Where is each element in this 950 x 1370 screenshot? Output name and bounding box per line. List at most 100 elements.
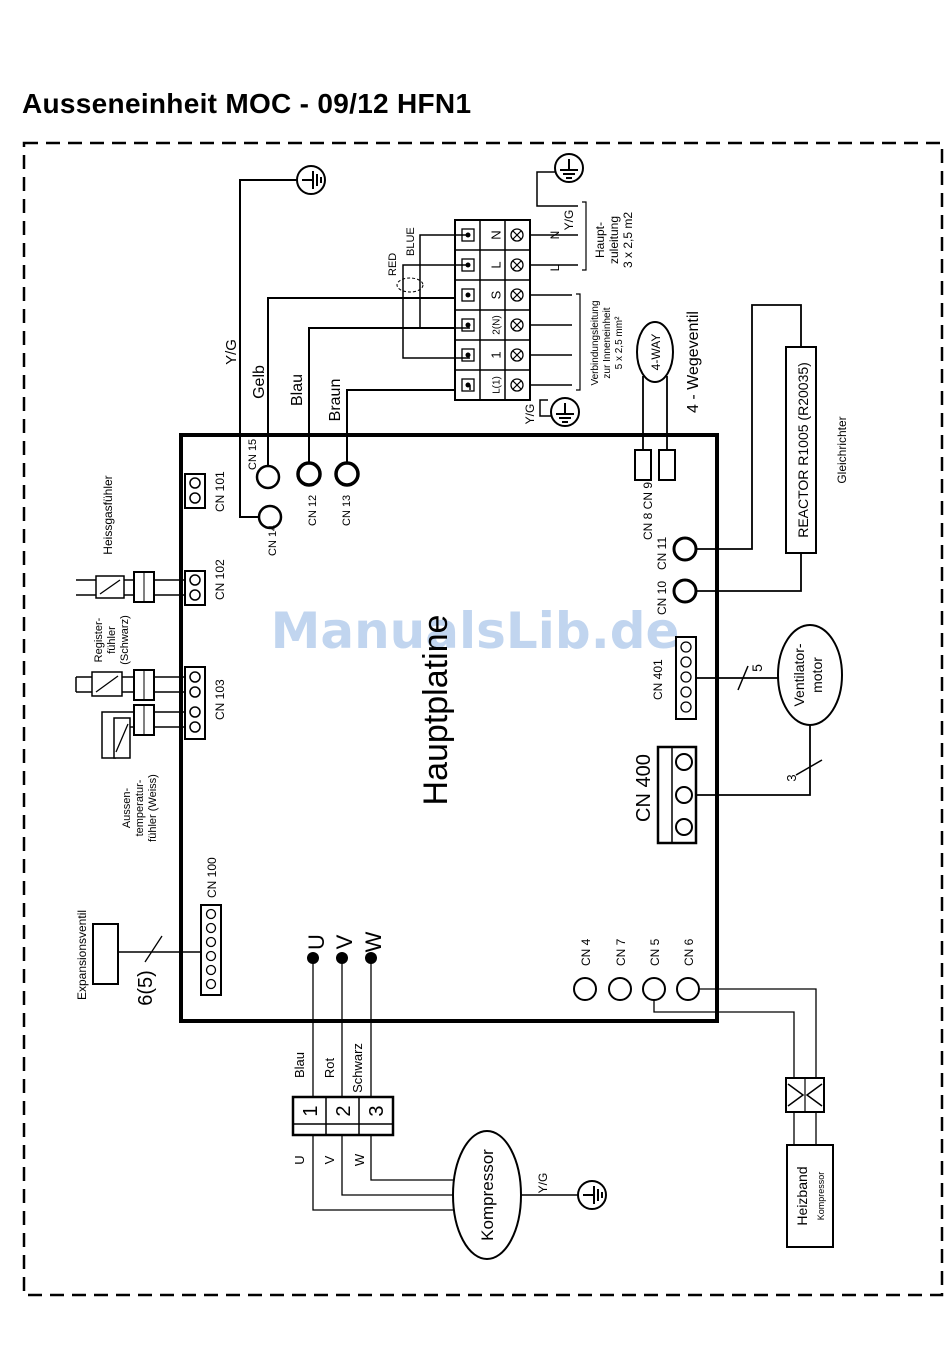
cn11-label: CN 11 bbox=[655, 537, 669, 570]
terminal-n: N bbox=[488, 230, 503, 239]
wire-label-yg: Y/G bbox=[223, 339, 240, 365]
terminal-screw-right bbox=[510, 228, 524, 242]
terminal-screw-right bbox=[510, 378, 524, 392]
cn8-9-label: CN 8 CN 9 bbox=[641, 482, 655, 540]
expansionsventil-label: Expansionsventil bbox=[75, 910, 89, 1000]
cn13-connector bbox=[334, 461, 360, 487]
cn401-label: CN 401 bbox=[651, 659, 665, 700]
heizband-label: Heizband bbox=[794, 1166, 810, 1225]
cn8-connector bbox=[634, 449, 652, 481]
ground-icon bbox=[577, 1180, 607, 1210]
heizband-box bbox=[786, 1144, 834, 1248]
uvw-v: V bbox=[332, 934, 357, 949]
cn15-connector bbox=[255, 464, 281, 490]
wire-count-5: 5 bbox=[749, 664, 765, 672]
wire-label-schwarz: Schwarz bbox=[350, 1043, 365, 1093]
cn401-connector bbox=[675, 636, 697, 720]
terminal-screw-right bbox=[510, 318, 524, 332]
wire-label-blau: Blau bbox=[289, 374, 306, 406]
cn7-connector bbox=[608, 977, 632, 1001]
cn10-label: CN 10 bbox=[655, 581, 669, 615]
terminal-screw-right bbox=[510, 348, 524, 362]
cn14-connector bbox=[257, 504, 283, 530]
wire-count-6-5: 6(5) bbox=[135, 970, 157, 1006]
verbindungsleitung-label: Verbindungsleitungzur Inneneinheit5 x 2,… bbox=[590, 300, 625, 385]
terminal-s: S bbox=[488, 290, 503, 299]
four-way-label: 4-WAY bbox=[649, 334, 663, 371]
cn15-label: CN 15 bbox=[247, 439, 259, 470]
wire-count-3: 3 bbox=[784, 774, 799, 781]
cn12-connector bbox=[296, 461, 322, 487]
wire-label-blue: BLUE bbox=[405, 227, 417, 256]
cn102-label: CN 102 bbox=[213, 559, 227, 600]
kompressor-label: Kompressor bbox=[478, 1149, 497, 1241]
terminal-screw-dot bbox=[465, 352, 471, 358]
cn103-label: CN 103 bbox=[213, 679, 227, 720]
main-board bbox=[179, 433, 719, 1023]
terminal-l1: L(1) bbox=[492, 376, 503, 394]
cn6-connector bbox=[676, 977, 700, 1001]
gleichrichter-label: Gleichrichter bbox=[835, 416, 849, 483]
register-label: Register-fühler(Schwarz) bbox=[93, 615, 131, 665]
terminal-screw-right bbox=[510, 288, 524, 302]
cn103-connector bbox=[184, 666, 206, 740]
main-label-yg: Y/G bbox=[562, 210, 576, 231]
wire-label-rot: Rot bbox=[322, 1057, 337, 1078]
comp-label-w: W bbox=[352, 1153, 367, 1166]
wire-label-red: RED bbox=[387, 253, 399, 276]
uvw-u: U bbox=[304, 934, 329, 950]
cn400-label: CN 400 bbox=[633, 754, 655, 822]
heizband-sub-label: Kompressor bbox=[816, 1172, 826, 1221]
cn100-label: CN 100 bbox=[205, 857, 219, 898]
wire-label-gelb: Gelb bbox=[251, 365, 268, 399]
ventilatormotor-label: Ventilator-motor bbox=[791, 643, 825, 706]
cn6-label: CN 6 bbox=[682, 938, 696, 966]
wegeventil-label: 4 - Wegeventil bbox=[685, 311, 702, 413]
compressor-terminal-strip bbox=[291, 1095, 395, 1137]
cn12-label: CN 12 bbox=[307, 495, 319, 526]
aussentemp-label: Aussen-temperatur-fühler (Weiss) bbox=[121, 774, 159, 842]
board-label: Hauptplatine bbox=[417, 615, 455, 806]
cn5-label: CN 5 bbox=[648, 938, 662, 966]
terminal-l: L bbox=[488, 261, 503, 268]
cn4-label: CN 4 bbox=[579, 938, 593, 966]
page-title: Ausseneinheit MOC - 09/12 HFN1 bbox=[22, 88, 472, 119]
cn11-connector bbox=[672, 536, 698, 562]
ground-icon bbox=[296, 165, 326, 195]
cn101-label: CN 101 bbox=[213, 471, 227, 512]
uvw-w: W bbox=[361, 931, 386, 952]
comp-label-v: V bbox=[322, 1155, 337, 1164]
comp-terminal-3: 3 bbox=[366, 1105, 388, 1116]
wire-label-braun: Braun bbox=[327, 379, 344, 422]
terminal-screw-dot bbox=[465, 292, 471, 298]
cn14-label: CN 14 bbox=[267, 525, 279, 556]
comp-label-u: U bbox=[292, 1155, 307, 1164]
wire-label-yg-terminal: Y/G bbox=[523, 404, 537, 425]
reactor-label: REACTOR R1005 (R20035) bbox=[795, 362, 811, 538]
comp-terminal-1: 1 bbox=[300, 1105, 322, 1116]
main-label-l: L bbox=[548, 264, 562, 271]
cn13-label: CN 13 bbox=[341, 495, 353, 526]
ground-icon bbox=[550, 397, 580, 427]
terminal-1: 1 bbox=[488, 351, 503, 358]
cn9-connector bbox=[658, 449, 676, 481]
terminal-screw-right bbox=[510, 258, 524, 272]
cn7-label: CN 7 bbox=[614, 938, 628, 966]
expansionsventil-box bbox=[92, 923, 119, 985]
main-label-n: N bbox=[548, 231, 562, 240]
ground-icon bbox=[554, 153, 584, 183]
cn10-connector bbox=[672, 578, 698, 604]
wire-label-yg-comp: Y/G bbox=[536, 1173, 550, 1194]
terminal-screw-dot bbox=[465, 322, 471, 328]
hauptzuleitung-label: Haupt-zuleitung3 x 2,5 m2 bbox=[593, 212, 635, 268]
cn5-connector bbox=[642, 977, 666, 1001]
terminal-2n: 2(N) bbox=[492, 315, 503, 334]
wire-label-blau-comp: Blau bbox=[292, 1052, 307, 1078]
terminal-block: N L S 2(N) 1 L(1) bbox=[454, 219, 531, 401]
outer-frame bbox=[22, 141, 944, 1297]
comp-terminal-2: 2 bbox=[333, 1105, 355, 1116]
four-way-valve bbox=[636, 321, 674, 383]
cn4-connector bbox=[573, 977, 597, 1001]
heissgas-label: Heissgasfühler bbox=[101, 475, 115, 554]
